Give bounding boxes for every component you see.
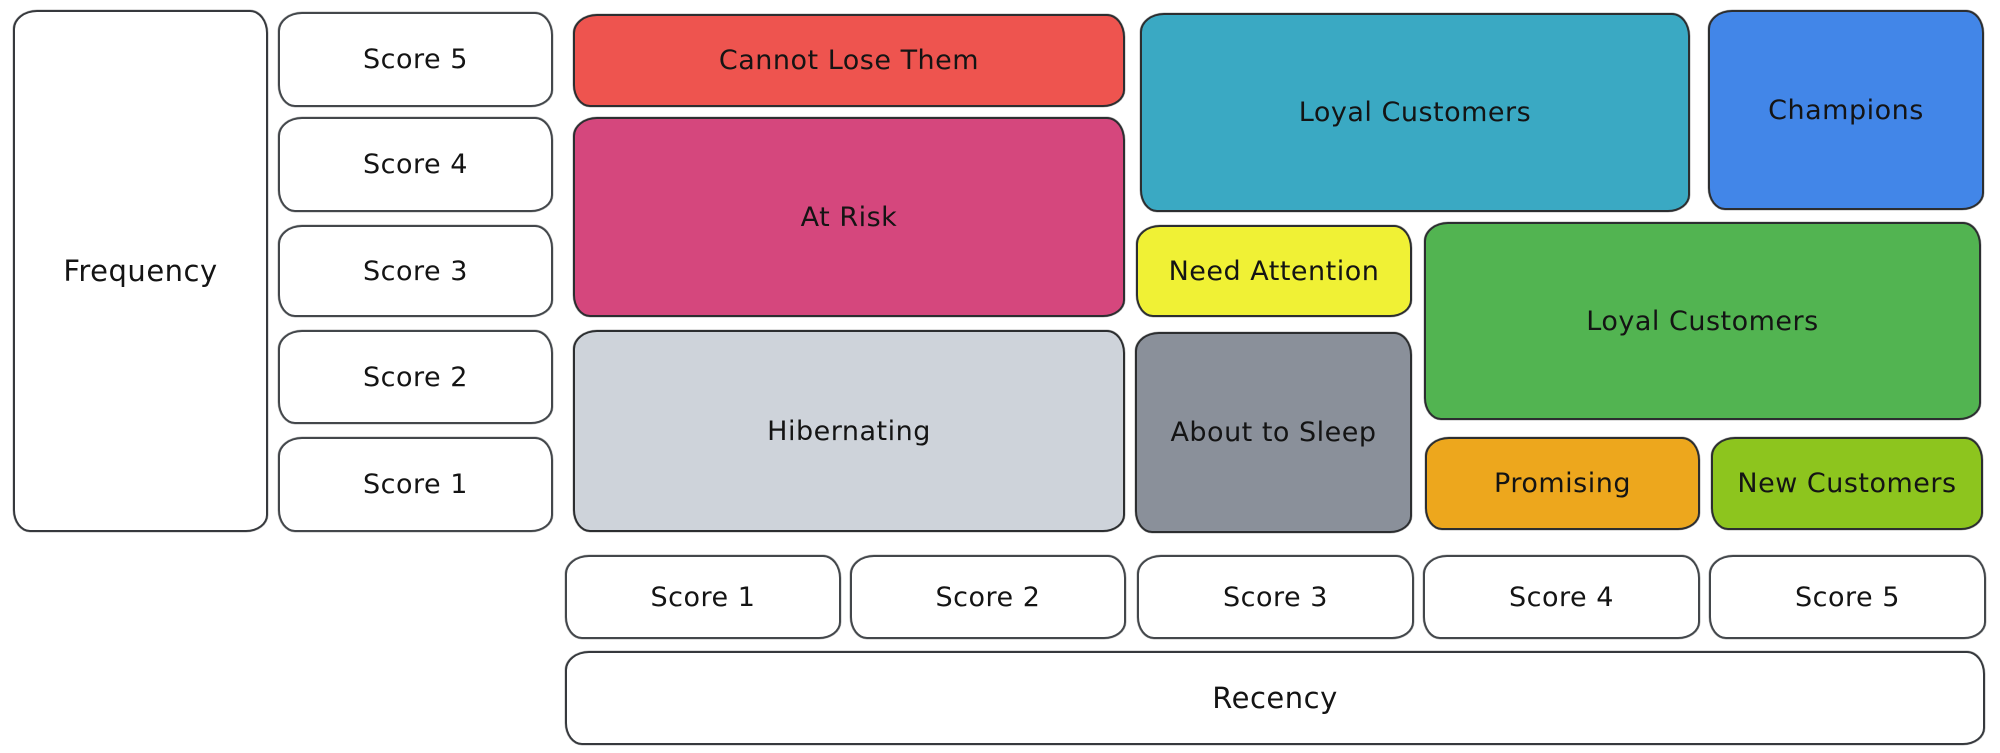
segment-need-attention: Need Attention	[1136, 225, 1412, 317]
segment-about-to-sleep: About to Sleep	[1135, 332, 1412, 533]
segment-loyal-customers-teal: Loyal Customers	[1140, 13, 1690, 212]
frequency-score-1: Score 1	[278, 437, 553, 532]
recency-axis-label: Recency	[565, 651, 1985, 745]
segment-loyal-customers-green: Loyal Customers	[1424, 222, 1981, 420]
recency-score-5: Score 5	[1709, 555, 1986, 639]
segment-cannot-lose-them: Cannot Lose Them	[573, 14, 1125, 107]
segment-new-customers: New Customers	[1711, 437, 1983, 530]
frequency-axis-label: Frequency	[13, 10, 268, 532]
segment-promising: Promising	[1425, 437, 1700, 530]
frequency-score-4: Score 4	[278, 117, 553, 212]
frequency-score-2: Score 2	[278, 330, 553, 424]
recency-score-1: Score 1	[565, 555, 841, 639]
recency-score-4: Score 4	[1423, 555, 1700, 639]
segment-champions: Champions	[1708, 10, 1984, 210]
segment-at-risk: At Risk	[573, 117, 1125, 317]
segment-hibernating: Hibernating	[573, 330, 1125, 532]
frequency-score-5: Score 5	[278, 12, 553, 107]
frequency-score-3: Score 3	[278, 225, 553, 317]
recency-score-3: Score 3	[1137, 555, 1414, 639]
recency-score-2: Score 2	[850, 555, 1126, 639]
